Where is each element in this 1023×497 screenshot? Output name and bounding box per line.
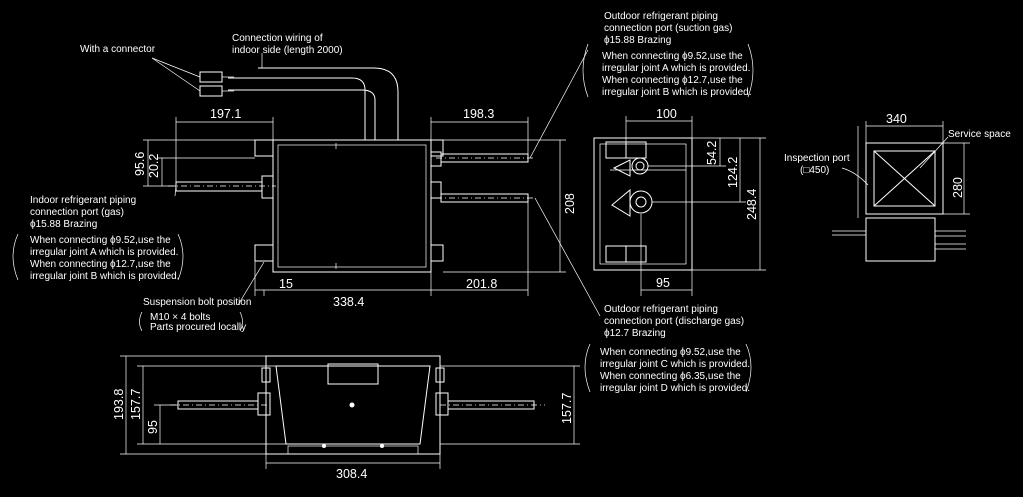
dim-198: 198.3 [463, 107, 494, 121]
dim-340: 340 [886, 112, 907, 126]
side-view [593, 137, 693, 271]
indoor-note-line2: irregular joint A which is provided. [30, 247, 178, 258]
dim-20-2: 20.2 [147, 154, 161, 178]
top-view-dimensions [143, 117, 566, 296]
inspection-label-line2: (□450) [800, 165, 829, 176]
suspension-note-line2: Parts procured locally [150, 322, 246, 333]
indoor-label-line2: connection port (gas) [30, 207, 124, 218]
wiring-label-line2: indoor side (length 2000) [232, 45, 343, 56]
discharge-note-line4: irregular joint D which is provided. [600, 383, 750, 394]
installation-view [832, 121, 970, 262]
dim-124: 124.2 [726, 157, 740, 188]
dim-95-6: 95.6 [133, 152, 147, 176]
dim-308: 308.4 [336, 467, 367, 481]
dim-100: 100 [656, 107, 677, 121]
dim-193: 193.8 [112, 389, 126, 420]
dim-157-right: 157.7 [560, 393, 574, 424]
indoor-label-line1: Indoor refrigerant piping [30, 195, 136, 206]
top-view-body [272, 139, 432, 273]
dim-15: 15 [279, 277, 293, 291]
suction-note-line2: irregular joint A which is provided. [602, 63, 750, 74]
top-view [168, 67, 536, 273]
suction-note-line3: When connecting ϕ12.7,use the [602, 75, 743, 86]
discharge-note-line1: When connecting ϕ9.52,use the [600, 347, 741, 358]
dim-197: 197.1 [210, 107, 241, 121]
suction-label-line3: ϕ15.88 Brazing [604, 35, 671, 46]
service-space-label: Service space [948, 129, 1011, 140]
inspection-label-line1: Inspection port [784, 153, 850, 164]
indoor-label-line3: ϕ15.88 Brazing [30, 219, 97, 230]
suction-label-line2: connection port (suction gas) [604, 23, 732, 34]
annotation-text: With a connector Connection wiring of in… [30, 11, 1011, 394]
front-view-dimensions [120, 355, 580, 469]
indoor-note-line4: irregular joint B which is provided. [30, 271, 180, 282]
dim-157-left: 157.7 [129, 389, 143, 420]
suction-note-line1: When connecting ϕ9.52,use the [602, 51, 743, 62]
front-view [170, 355, 545, 455]
suction-note-line4: irregular joint B which is provided. [602, 87, 752, 98]
dimension-text: 197.1 198.3 95.6 20.2 208 15 338.4 201.8… [112, 107, 965, 481]
note-brackets [12, 43, 754, 393]
discharge-label-line3: ϕ12.7 Brazing [604, 328, 666, 339]
dim-95-front: 95 [146, 420, 160, 434]
dim-54: 54.2 [705, 141, 719, 165]
dim-338: 338.4 [333, 295, 364, 309]
with-connector-label: With a connector [80, 44, 156, 55]
dim-95-side: 95 [656, 276, 670, 290]
discharge-label-line2: connection port (discharge gas) [604, 316, 744, 327]
indoor-note-line3: When connecting ϕ12.7,use the [30, 259, 171, 270]
wiring-label-line1: Connection wiring of [232, 33, 323, 44]
suction-label-line1: Outdoor refrigerant piping [604, 11, 718, 22]
side-view-dimensions [625, 116, 766, 296]
discharge-note-line3: When connecting ϕ6.35,use the [600, 371, 741, 382]
discharge-note-line2: irregular joint C which is provided. [600, 359, 750, 370]
suspension-label: Suspension bolt position [143, 297, 251, 308]
discharge-label-line1: Outdoor refrigerant piping [604, 304, 718, 315]
dim-248: 248.4 [745, 189, 759, 220]
dim-280: 280 [951, 177, 965, 198]
leaders [151, 49, 601, 317]
indoor-note-line1: When connecting ϕ9.52,use the [30, 235, 171, 246]
suspension-note-line1: M10 × 4 bolts [150, 312, 210, 323]
dim-201: 201.8 [466, 277, 497, 291]
dim-208: 208 [563, 193, 577, 214]
